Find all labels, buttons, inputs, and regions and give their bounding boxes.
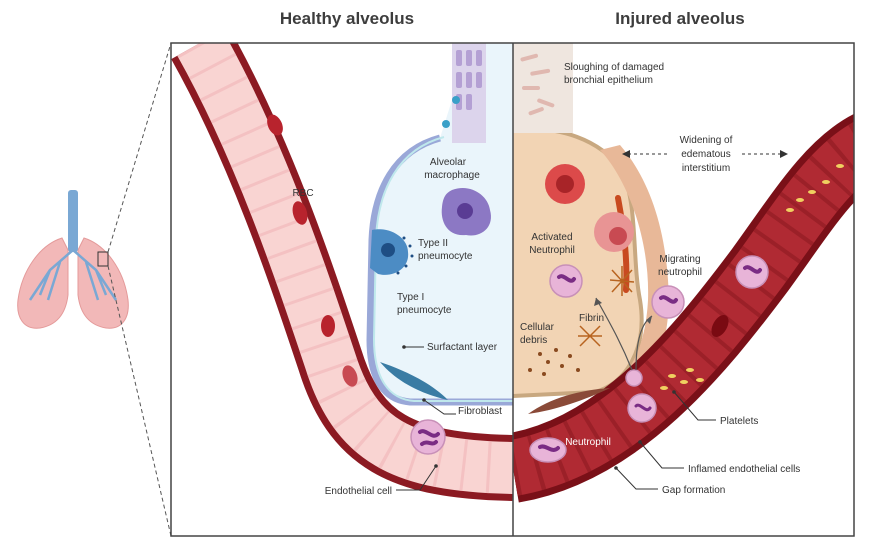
label-migrating-1: Migrating xyxy=(659,254,700,265)
injured-vessel-neutrophil xyxy=(735,255,769,289)
zoom-line-top xyxy=(107,42,172,253)
injured-alveolus xyxy=(513,129,642,397)
label-inflamed: Inflamed endothelial cells xyxy=(688,464,800,475)
label-fibrin: Fibrin xyxy=(579,313,604,324)
label-type1-2: pneumocyte xyxy=(397,305,452,316)
activated-neutrophil xyxy=(549,264,583,298)
label-activated-2: Neutrophil xyxy=(529,245,575,256)
label-widening-3: interstitium xyxy=(682,163,730,174)
label-macrophage-2: macrophage xyxy=(424,170,480,181)
cellular-debris xyxy=(528,348,580,376)
platelet-cluster xyxy=(660,164,844,390)
rbc-cell xyxy=(267,114,283,136)
label-type2-1: Type II xyxy=(418,238,448,249)
vessel-neutrophil xyxy=(410,419,446,455)
label-surfactant: Surfactant layer xyxy=(427,342,498,353)
fibroblast-shape xyxy=(380,362,448,400)
label-debris-2: debris xyxy=(520,335,547,346)
label-type1-1: Type I xyxy=(397,292,424,303)
label-fibroblast: Fibroblast xyxy=(458,406,502,417)
fibrin-strands xyxy=(609,266,635,296)
label-rbc: RBC xyxy=(292,188,313,199)
label-gap: Gap formation xyxy=(662,485,725,496)
label-activated-1: Activated xyxy=(531,232,572,243)
label-sloughing-2: bronchial epithelium xyxy=(564,75,653,86)
healthy-panel xyxy=(171,43,513,536)
label-type2-2: pneumocyte xyxy=(418,251,473,262)
label-endothelial: Endothelial cell xyxy=(325,486,392,497)
label-sloughing-1: Sloughing of damaged xyxy=(564,62,664,73)
label-widening-1: Widening of xyxy=(680,135,733,146)
label-debris-1: Cellular xyxy=(520,322,555,333)
lung-icon xyxy=(17,190,129,329)
injured-panel xyxy=(513,43,854,536)
injured-title: Injured alveolus xyxy=(615,9,744,28)
migrating-neutrophil xyxy=(651,285,685,319)
zoom-line-bottom xyxy=(107,265,172,537)
label-platelets: Platelets xyxy=(720,416,758,427)
healthy-title: Healthy alveolus xyxy=(280,9,414,28)
label-neutrophil: Neutrophil xyxy=(565,437,611,448)
label-widening-2: edematous xyxy=(681,149,730,160)
label-migrating-2: neutrophil xyxy=(658,267,702,278)
label-macrophage-1: Alveolar xyxy=(430,157,467,168)
